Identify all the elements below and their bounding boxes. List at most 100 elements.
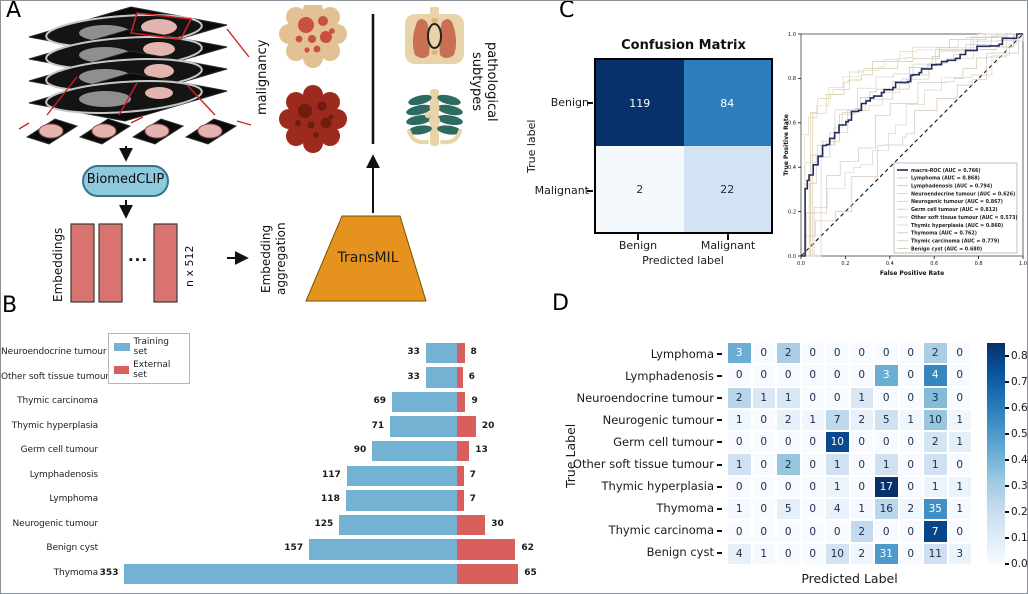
embedding-aggregation-line2: aggregation <box>274 222 288 296</box>
bar-category-label: Lymphadenosis <box>29 469 98 480</box>
heatmap-cell: 2 <box>777 343 800 364</box>
heatmap-cell: 17 <box>875 476 898 498</box>
y-tick-label: 0.2 <box>788 209 796 215</box>
heatmap-cell: 1 <box>850 499 873 520</box>
heatmap-cell: 0 <box>899 387 922 408</box>
training-bar <box>345 490 457 511</box>
training-value: 157 <box>284 543 304 554</box>
heatmap-cell: 1 <box>948 476 971 498</box>
heatmap-cell: 3 <box>728 343 751 364</box>
heatmap-cell: 7 <box>826 409 849 431</box>
external-value: 20 <box>481 420 495 431</box>
x-tick-label: 0.6 <box>930 261 938 267</box>
heatmap-cell: 0 <box>948 387 971 408</box>
external-value: 9 <box>471 396 478 407</box>
heatmap-cell: 1 <box>801 409 824 431</box>
bar-legend: Training set External set <box>108 333 190 384</box>
training-value: 353 <box>99 567 119 578</box>
embedding-bars-icon <box>70 223 178 303</box>
heatmap-cell: 1 <box>948 499 971 520</box>
heatmap-cell: 1 <box>752 543 775 564</box>
heatmap-cell: 0 <box>899 343 922 364</box>
external-bar <box>457 539 516 560</box>
hm-row-tick <box>717 463 722 466</box>
roc-curve <box>801 33 1023 257</box>
confusion-cell: 2 <box>596 146 684 232</box>
heatmap-cell: 0 <box>801 521 824 542</box>
heatmap-cell: 0 <box>801 454 824 475</box>
ellipsis-label: ... <box>127 247 149 265</box>
external-value: 6 <box>468 371 475 382</box>
hm-row-label: Thymoma <box>656 501 714 516</box>
hm-ylabel: True Label <box>563 423 578 488</box>
y-tick-label: 0.0 <box>788 254 796 260</box>
training-value: 125 <box>314 518 334 529</box>
legend-external-label: External set <box>133 360 171 380</box>
malignancy-label: malignancy <box>255 39 270 115</box>
heatmap-cell: 1 <box>777 387 800 408</box>
roc-curve <box>801 33 1023 257</box>
heatmap-cell: 0 <box>777 365 800 386</box>
heatmap-cell: 0 <box>801 365 824 386</box>
roc-legend-label: Neurogenic tumour (AUC = 0.867) <box>911 199 1003 205</box>
heatmap-cell: 0 <box>801 499 824 520</box>
roc-curve <box>801 33 1023 257</box>
hm-xlabel: Predicted Label <box>801 571 898 586</box>
external-bar <box>457 367 463 388</box>
heatmap-cell: 0 <box>826 387 849 408</box>
heatmap-cell: 2 <box>899 499 922 520</box>
heatmap-cell: 4 <box>728 543 751 564</box>
roc-legend-label: Neuroendocrine tumour (AUC = 0.626) <box>911 191 1015 197</box>
heatmap-cell: 11 <box>924 543 947 564</box>
hm-row-label: Neuroendocrine tumour <box>576 390 715 405</box>
cm-row-label-malignant: Malignant <box>534 184 589 197</box>
heatmap-cell: 0 <box>801 432 824 453</box>
panel-a-label: A <box>6 0 22 23</box>
colorbar-tick <box>1005 511 1009 513</box>
heatmap-cell: 0 <box>752 476 775 498</box>
roc-legend-label: Thymoma (AUC = 0.762) <box>911 231 977 237</box>
cm-col-label-malignant: Malignant <box>700 239 756 252</box>
heatmap-cell: 0 <box>899 454 922 475</box>
training-value: 71 <box>371 420 385 431</box>
roc-curve <box>801 33 1023 257</box>
heatmap-cell: 0 <box>752 343 775 364</box>
colorbar-tick-label: 0.5 <box>1011 427 1028 440</box>
heatmap-cell: 0 <box>801 343 824 364</box>
bar-category-label: Neuroendocrine tumour <box>1 347 107 357</box>
external-value: 7 <box>469 494 476 505</box>
heatmap-cell: 0 <box>752 521 775 542</box>
heatmap-cell: 0 <box>777 476 800 498</box>
bar-category-label: Benign cyst <box>46 543 98 554</box>
cm-row-label-benign: Benign <box>550 96 589 109</box>
hm-row-label: Other soft tissue tumour <box>572 457 714 471</box>
hm-row-label: Neurogenic tumour <box>602 412 714 427</box>
ribcage-icon <box>406 89 463 146</box>
colorbar-tick <box>1005 563 1009 565</box>
heatmap-cell: 0 <box>752 409 775 431</box>
heatmap-cell: 0 <box>752 499 775 520</box>
heatmap-cell: 0 <box>826 343 849 364</box>
heatmap-cell: 0 <box>875 343 898 364</box>
bar-category-label: Neurogenic tumour <box>12 518 99 529</box>
external-value: 8 <box>470 347 477 357</box>
hm-row-label: Thymic hyperplasia <box>601 479 714 494</box>
colorbar-tick-label: 0.0 <box>1011 557 1028 570</box>
external-bar <box>457 391 466 413</box>
hm-row-tick <box>717 419 722 422</box>
heatmap-cell: 1 <box>728 499 751 520</box>
external-value: 30 <box>491 518 504 529</box>
heatmap-cell: 1 <box>899 409 922 431</box>
x-tick-label: 0.8 <box>975 261 983 267</box>
embedding-aggregation-label: Embedding aggregation <box>259 217 288 301</box>
hm-row-label: Benign cyst <box>646 545 714 560</box>
roc-legend-label: Other soft tissue tumour (AUC = 0.573) <box>911 215 1018 221</box>
x-tick-label: 0.0 <box>797 261 805 267</box>
colorbar-tick <box>1005 459 1009 461</box>
external-bar <box>457 342 465 364</box>
training-value: 69 <box>373 396 386 407</box>
bar-category-label: Thymoma <box>53 567 98 578</box>
training-bar <box>390 416 457 437</box>
